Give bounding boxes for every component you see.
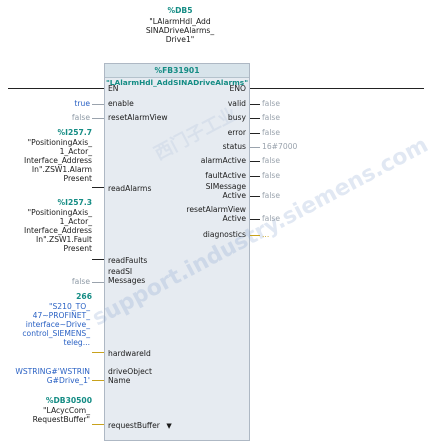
drive-object-name-operand[interactable]: WSTRING#'WSTRIN G#Drive_1' (2, 367, 90, 385)
pin-alarm-active: alarmActive (200, 156, 246, 165)
power-rail-right (250, 88, 424, 89)
operand-line: Interface_Address (23, 226, 92, 235)
read-faults-operand[interactable]: "PositioningAxis_ 1_Actor_ Interface_Add… (2, 208, 92, 253)
enable-wire (92, 104, 104, 105)
pin-si-message-line: SIMessage (205, 182, 246, 191)
instance-db-name[interactable]: "LAlarmHdl_Add SINADriveAlarms_ Drive1" (120, 17, 240, 44)
operand-line: interface~Drive_ (25, 320, 90, 329)
read-alarms-operand[interactable]: "PositioningAxis_ 1_Actor_ Interface_Add… (2, 138, 92, 183)
operand-line: 47~PROFINET_ (32, 311, 90, 320)
busy-value[interactable]: false (262, 113, 281, 122)
hardware-id-value: 266 (76, 292, 92, 301)
function-block[interactable]: %FB31901 "LAlarmHdl_AddSINADriveAlarms" (104, 63, 250, 441)
reset-alarm-view-value[interactable]: false (71, 113, 90, 122)
hardware-id-operand[interactable]: "S210_TO_ 47~PROFINET_ interface~Drive_ … (2, 302, 90, 347)
valid-wire (250, 104, 260, 105)
fault-active-wire (250, 176, 260, 177)
pin-reset-active-line: Active (222, 214, 247, 223)
fb-name: "LAlarmHdl_AddSINADriveAlarms" (105, 78, 249, 87)
operand-line: "LAcycCom_ (43, 406, 90, 415)
pin-si-message-active: SIMessage Active (206, 182, 246, 200)
pin-reset-alarm-view: resetAlarmView (108, 113, 168, 122)
instance-name-line: "LAlarmHdl_Add (149, 17, 211, 26)
pin-hardware-id: hardwareId (108, 349, 151, 358)
read-alarms-wire (92, 187, 104, 188)
pin-status: status (222, 142, 246, 151)
pin-request-buffer: requestBuffer ▼ (108, 421, 172, 431)
operand-line: "S210_TO_ (48, 302, 90, 311)
operand-line: Interface_Address (23, 156, 92, 165)
read-faults-address: %I257.3 (57, 198, 92, 207)
instance-name-line: Drive1" (165, 35, 195, 44)
read-faults-wire (92, 259, 104, 260)
diagnostics-value[interactable]: ... (262, 230, 270, 239)
si-message-active-wire (250, 196, 260, 197)
operand-line: In".ZSW1.Fault (36, 235, 92, 244)
alarm-active-wire (250, 161, 260, 162)
reset-alarm-view-wire (92, 118, 104, 119)
pin-valid: valid (227, 99, 246, 108)
alarm-active-value[interactable]: false (262, 156, 281, 165)
error-wire (250, 133, 260, 134)
pin-reset-alarm-view-active: resetAlarmView Active (186, 205, 246, 223)
pin-read-si-line: readSI (108, 267, 133, 276)
pin-busy: busy (227, 113, 246, 122)
pin-error: error (227, 128, 246, 137)
pin-read-faults: readFaults (108, 256, 148, 265)
read-alarms-address: %I257.7 (57, 128, 92, 137)
pin-eno: ENO (229, 84, 246, 93)
pin-read-si-messages: readSI Messages (108, 267, 145, 285)
status-wire (250, 147, 260, 148)
pin-read-si-line: Messages (108, 276, 146, 285)
pin-si-message-line: Active (222, 191, 247, 200)
drive-object-name-wire (92, 380, 104, 381)
valid-value[interactable]: false (262, 99, 281, 108)
operand-line: control_SIEMENS_ (22, 329, 90, 338)
operand-line: WSTRING#'WSTRIN (15, 367, 90, 376)
diagnostics-wire (250, 235, 260, 236)
pin-fault-active: faultActive (205, 171, 246, 180)
status-value[interactable]: 16#7000 (262, 142, 298, 151)
pin-drive-object-name: driveObject Name (108, 367, 152, 385)
error-value[interactable]: false (262, 128, 281, 137)
operand-line: In".ZSW1.Alarm (31, 165, 92, 174)
pin-enable: enable (108, 99, 134, 108)
busy-wire (250, 118, 260, 119)
pin-reset-active-line: resetAlarmView (186, 205, 246, 214)
pin-drive-object-line: driveObject (108, 367, 152, 376)
pin-en: EN (108, 84, 119, 93)
instance-name-line: SINADriveAlarms_ (145, 26, 215, 35)
power-rail-left (8, 88, 104, 89)
request-buffer-operand[interactable]: "LAcycCom_ RequestBuffer" (2, 406, 90, 424)
pin-read-alarms: readAlarms (108, 184, 152, 193)
enable-value[interactable]: true (74, 99, 90, 108)
instance-db-label: %DB5 (167, 6, 193, 15)
reset-alarm-view-active-wire (250, 219, 260, 220)
operand-line: G#Drive_1' (46, 376, 90, 385)
reset-alarm-view-active-value[interactable]: false (262, 214, 281, 223)
hardware-id-wire (92, 352, 104, 353)
pin-request-buffer-label: requestBuffer (108, 421, 160, 430)
pin-diagnostics: diagnostics (202, 230, 246, 239)
read-si-messages-value[interactable]: false (71, 277, 90, 286)
request-buffer-wire (92, 424, 104, 425)
operand-line: RequestBuffer" (32, 415, 90, 424)
request-buffer-db: %DB30500 (45, 396, 92, 405)
operand-line: 1_Actor_ (59, 217, 92, 226)
operand-line: 1_Actor_ (59, 147, 92, 156)
fault-active-value[interactable]: false (262, 171, 281, 180)
operand-line: "PositioningAxis_ (27, 208, 92, 217)
operand-line: Present (63, 244, 93, 253)
pin-drive-object-line: Name (108, 376, 131, 385)
operand-line: Present (63, 174, 93, 183)
operand-line: teleg... (63, 338, 91, 347)
si-message-active-value[interactable]: false (262, 191, 281, 200)
fb-number: %FB31901 (105, 64, 249, 78)
expand-arrow-icon[interactable]: ▼ (166, 422, 172, 430)
operand-line: "PositioningAxis_ (27, 138, 92, 147)
read-si-messages-wire (92, 282, 104, 283)
